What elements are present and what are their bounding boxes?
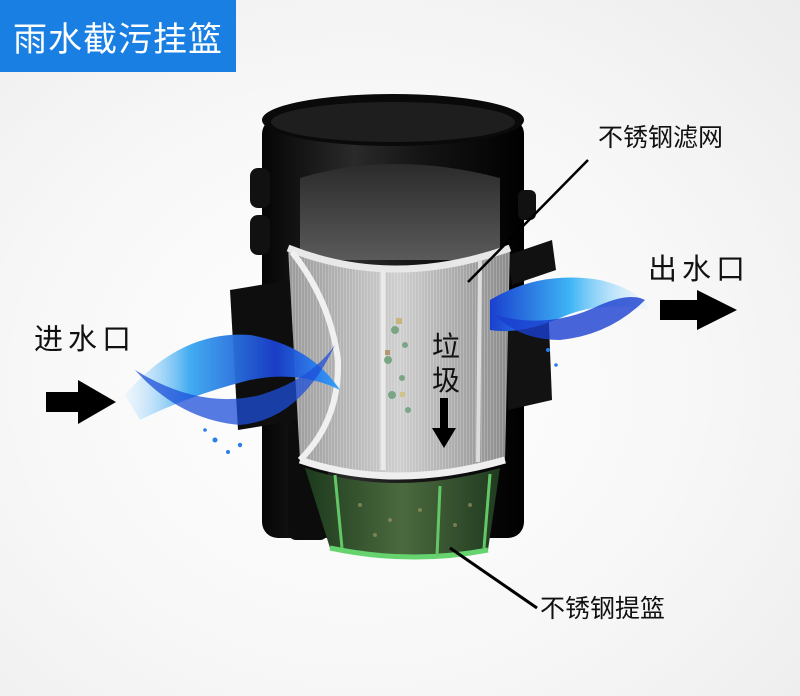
debris-arrow-icon [432, 398, 456, 448]
outlet-water [490, 277, 650, 367]
outlet-label: 出水口 [648, 252, 751, 286]
title-banner: 雨水截污挂篮 [0, 0, 236, 72]
outlet-arrow-icon [660, 290, 737, 330]
basket-leader-line [449, 546, 538, 610]
inlet-label: 进水口 [34, 322, 137, 356]
inlet-water [125, 334, 340, 454]
filter-mesh-label: 不锈钢滤网 [598, 123, 724, 152]
page-title: 雨水截污挂篮 [13, 19, 223, 60]
lifting-basket [305, 468, 500, 560]
debris-label: 垃圾 [431, 330, 460, 397]
inlet-arrow-icon [46, 380, 116, 424]
filter-leader-line [467, 159, 589, 283]
filter-mesh [286, 244, 512, 480]
lifting-basket-label: 不锈钢提篮 [540, 594, 666, 623]
